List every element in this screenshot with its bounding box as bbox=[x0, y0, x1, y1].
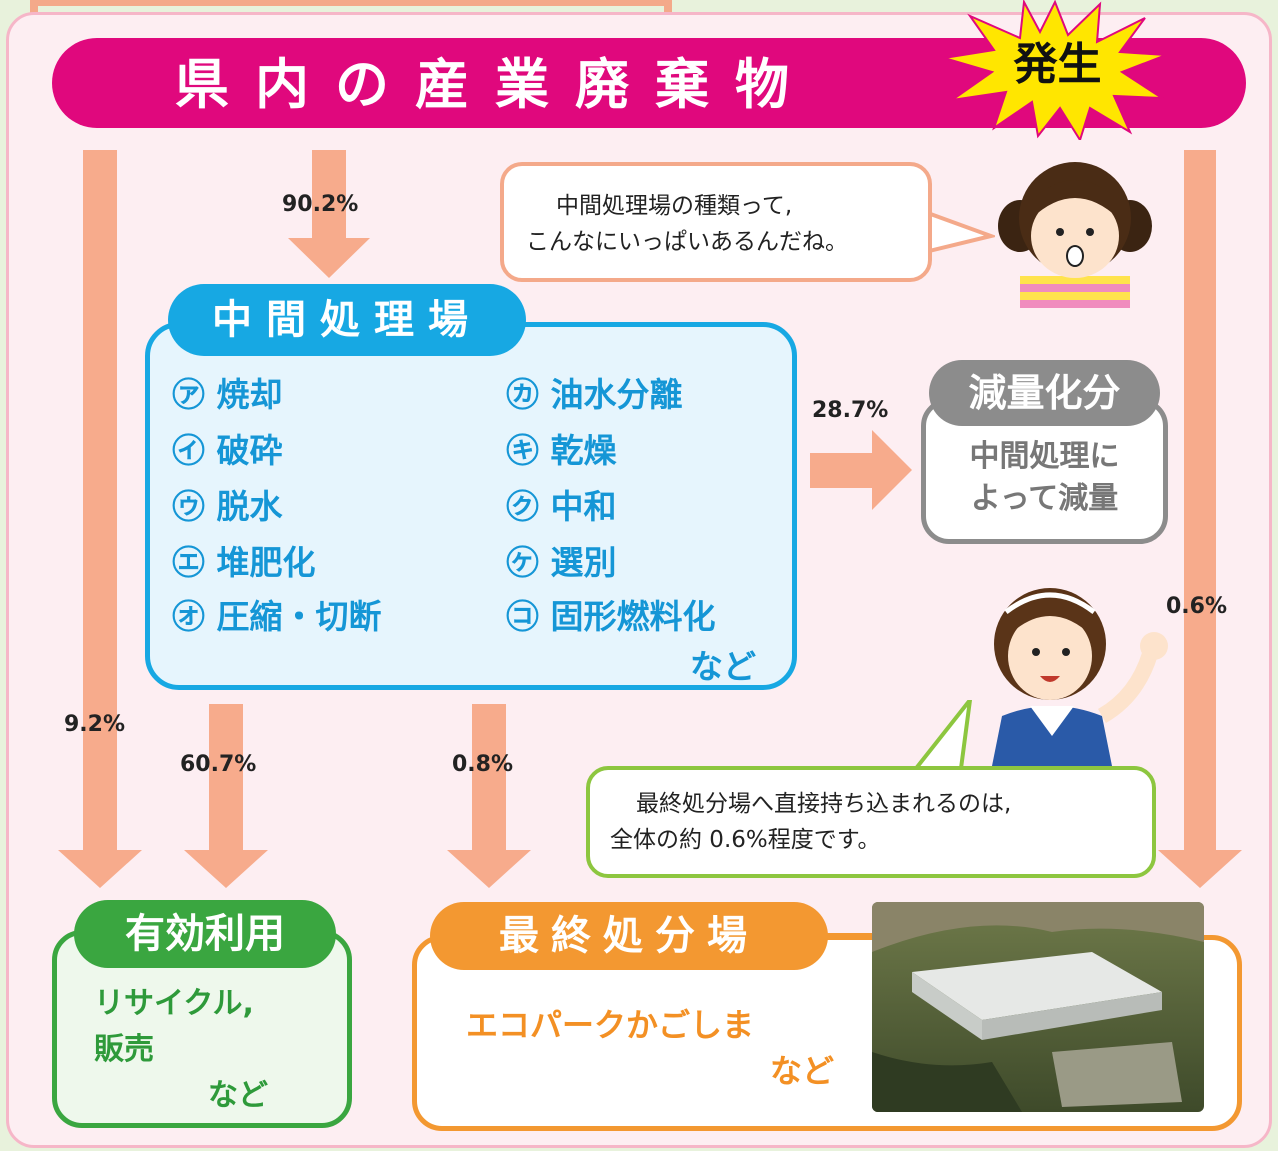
arrow-reduction bbox=[810, 430, 912, 510]
arrow-to-intermediate bbox=[288, 150, 370, 278]
pct-intermediate-final: 0.8% bbox=[452, 752, 514, 777]
intermediate-item: ㋕ 油水分離 bbox=[506, 375, 683, 414]
final-site-more: など bbox=[770, 1052, 835, 1090]
reduction-line2: よって減量 bbox=[970, 481, 1119, 516]
pct-direct-recycle: 9.2% bbox=[64, 712, 126, 737]
intermediate-item: ㋔ 圧縮・切断 bbox=[172, 597, 382, 636]
final-site-line1: エコパークかごしま bbox=[466, 1006, 755, 1044]
top-border-left bbox=[30, 0, 670, 6]
final-site-title: 最終処分場 bbox=[430, 902, 828, 970]
reduction-title: 減量化分 bbox=[929, 360, 1160, 426]
banner-title: 県内の産業廃棄物 bbox=[175, 53, 815, 116]
recycle-line1: リサイクル, bbox=[94, 986, 254, 1021]
final-title-connector bbox=[820, 933, 876, 938]
intermediate-item: ㋒ 脱水 bbox=[172, 487, 283, 526]
top-tick-right bbox=[664, 0, 672, 18]
arrow-intermediate-final bbox=[447, 704, 531, 888]
intermediate-item: ㋙ 固形燃料化 bbox=[506, 597, 716, 636]
intermediate-title: 中間処理場 bbox=[168, 284, 526, 356]
top-tick-left bbox=[30, 0, 38, 18]
reduction-text: 中間処理に よって減量 bbox=[932, 436, 1157, 520]
intermediate-item: ㋓ 堆肥化 bbox=[172, 543, 316, 582]
speech-top: 中間処理場の種類って, こんなにいっぱいあるんだね。 bbox=[500, 162, 932, 282]
intermediate-item: ㋘ 選別 bbox=[506, 543, 617, 582]
girl-pigtails-illustration bbox=[998, 162, 1152, 308]
landfill-photo bbox=[872, 902, 1204, 1112]
speech-top-line1: 中間処理場の種類って, bbox=[556, 193, 793, 219]
reduction-line1: 中間処理に bbox=[969, 439, 1120, 474]
speech-top-tail bbox=[925, 209, 995, 255]
intermediate-item: ㋗ 中和 bbox=[506, 487, 617, 526]
speech-bottom-line2: 全体の約 0.6%程度です。 bbox=[610, 827, 881, 853]
intermediate-item: ㋐ 焼却 bbox=[172, 375, 283, 414]
arrow-intermediate-recycle bbox=[184, 704, 268, 888]
pct-direct-final: 0.6% bbox=[1166, 594, 1228, 619]
recycle-line2: 販売 bbox=[94, 1032, 154, 1067]
burst-icon bbox=[943, 0, 1167, 140]
arrow-direct-recycle bbox=[58, 150, 142, 888]
intermediate-item: ㋑ 破砕 bbox=[172, 431, 283, 470]
pct-intermediate-recycle: 60.7% bbox=[180, 752, 257, 777]
pct-to-intermediate: 90.2% bbox=[282, 192, 359, 217]
speech-bottom-line1: 最終処分場へ直接持ち込まれるのは, bbox=[636, 791, 1012, 817]
intermediate-item: ㋖ 乾燥 bbox=[506, 431, 617, 470]
pct-reduction: 28.7% bbox=[812, 398, 889, 423]
speech-bottom: 最終処分場へ直接持ち込まれるのは, 全体の約 0.6%程度です。 bbox=[586, 766, 1156, 878]
speech-top-line2: こんなにいっぱいあるんだね。 bbox=[526, 229, 848, 255]
burst-label: 発生 bbox=[1013, 39, 1102, 90]
girl-waving-illustration bbox=[992, 588, 1168, 766]
arrow-direct-final bbox=[1158, 150, 1242, 888]
intermediate-more: など bbox=[690, 647, 756, 686]
recycle-more: など bbox=[208, 1078, 268, 1113]
landfill-photo-image bbox=[872, 902, 1204, 1112]
recycle-title: 有効利用 bbox=[74, 900, 336, 968]
